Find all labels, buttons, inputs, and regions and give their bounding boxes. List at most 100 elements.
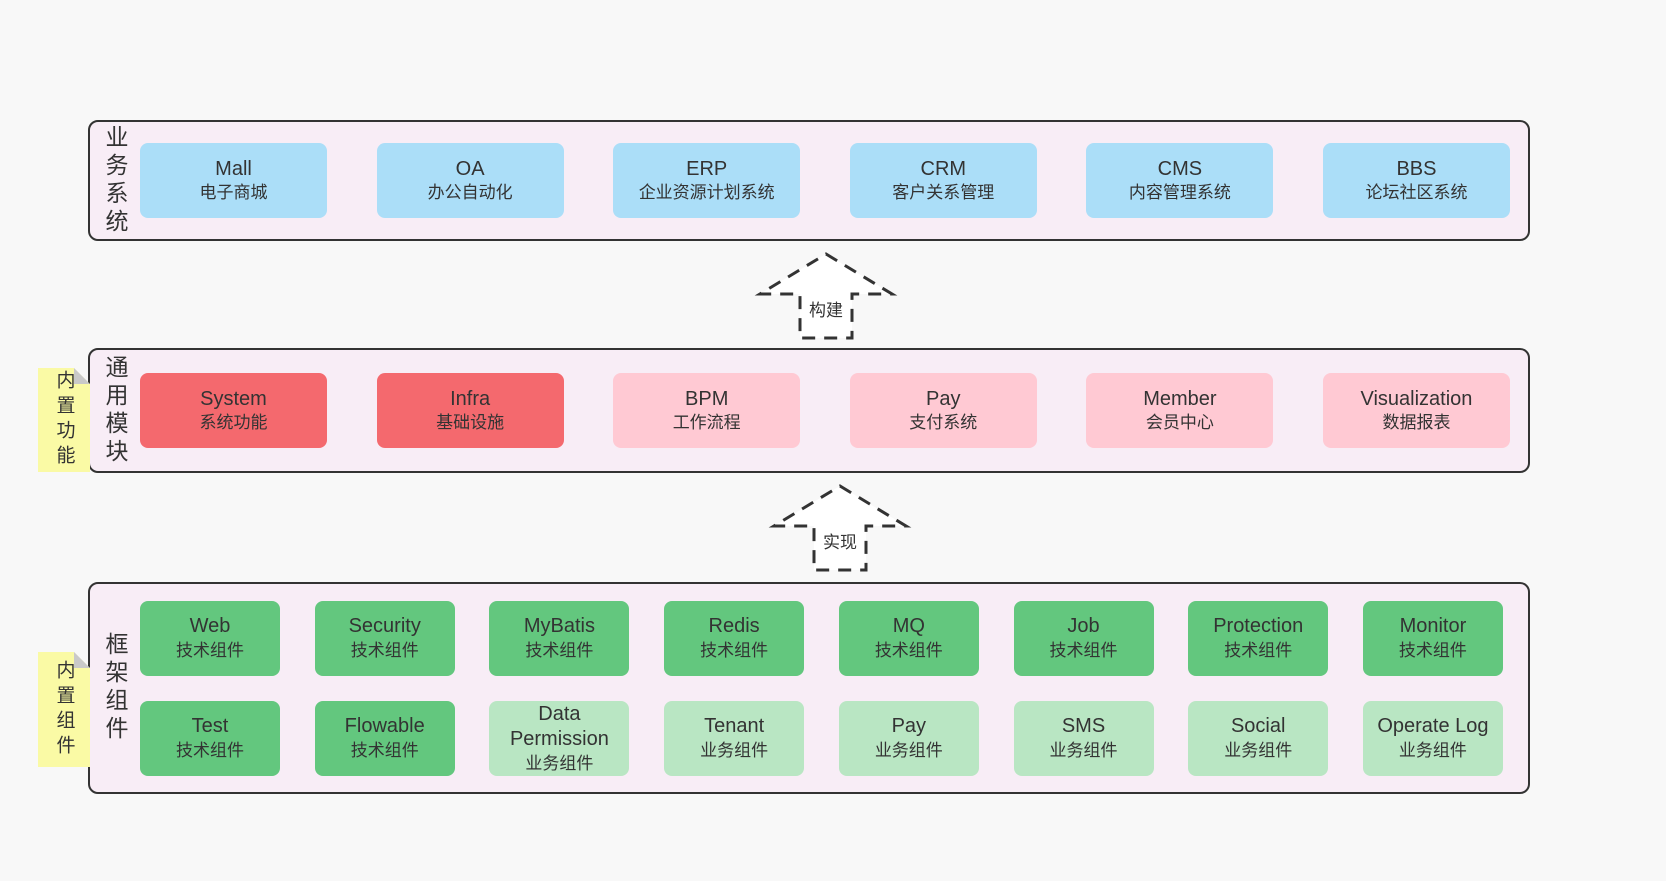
box-name: Pay <box>926 387 961 410</box>
box-sublabel: 技术组件 <box>1398 640 1467 660</box>
box-name: System <box>200 387 267 410</box>
layer-modules-label: 通用模块 <box>102 354 128 467</box>
diagram-box: Test 技术组件 <box>140 700 280 776</box>
box-sublabel: 业务组件 <box>1224 740 1293 760</box>
box-name: Infra <box>450 387 491 410</box>
box-name: Mall <box>215 157 252 180</box>
diagram-box: Visualization 数据报表 <box>1322 373 1510 448</box>
components-box-row-1: Web 技术组件 Security 技术组件 MyBatis 技术组件 Redi… <box>140 600 1503 676</box>
box-sublabel: 办公自动化 <box>427 183 513 203</box>
box-name: MyBatis <box>523 615 595 638</box>
box-sublabel: 数据报表 <box>1382 413 1451 433</box>
diagram-box: Flowable 技术组件 <box>314 700 455 776</box>
box-sublabel: 电子商城 <box>199 183 268 203</box>
diagram-box: SMS 业务组件 <box>1013 700 1154 776</box>
box-name: ERP <box>686 157 728 180</box>
modules-box-row: System 系统功能 Infra 基础设施 BPM 工作流程 Pay 支付系统… <box>140 350 1528 471</box>
box-name: Monitor <box>1399 615 1467 638</box>
box-name: Test <box>191 715 229 738</box>
box-sublabel: 业务组件 <box>1049 740 1118 760</box>
arrow-build-label: 构建 <box>806 296 846 321</box>
box-sublabel: 技术组件 <box>700 640 769 660</box>
box-name: Operate Log <box>1377 715 1489 738</box>
diagram-box: Tenant 业务组件 <box>664 700 805 776</box>
components-rows: Web 技术组件 Security 技术组件 MyBatis 技术组件 Redi… <box>140 584 1528 792</box>
box-sublabel: 技术组件 <box>350 640 419 660</box>
box-name: Redis <box>708 615 760 638</box>
layer-components-label: 框架组件 <box>102 632 128 744</box>
diagram-box: Pay 业务组件 <box>838 700 979 776</box>
sticky-note-text: 内置组件 <box>53 659 75 760</box>
box-name: Social <box>1230 715 1286 738</box>
box-name: CRM <box>920 157 967 180</box>
box-name: Security <box>348 615 421 638</box>
diagram-box: Protection 技术组件 <box>1188 600 1329 676</box>
layer-common-modules: 通用模块 System 系统功能 Infra 基础设施 BPM 工作流程 Pay… <box>88 348 1530 473</box>
diagram-box: CMS 内容管理系统 <box>1086 143 1274 218</box>
box-name: Data Permission <box>509 702 609 751</box>
diagram-box: Redis 技术组件 <box>664 600 805 676</box>
layer-business-systems: 业务系统 Mall 电子商城 OA 办公自动化 ERP 企业资源计划系统 CRM… <box>88 120 1530 241</box>
diagram-box: ERP 企业资源计划系统 <box>613 143 801 218</box>
box-sublabel: 支付系统 <box>909 413 978 433</box>
box-name: Pay <box>891 715 927 738</box>
diagram-box: BPM 工作流程 <box>613 373 801 448</box>
box-sublabel: 企业资源计划系统 <box>638 183 775 203</box>
box-sublabel: 技术组件 <box>1224 640 1293 660</box>
box-name: OA <box>455 157 485 180</box>
box-name: SMS <box>1061 715 1106 738</box>
components-box-row-2: Test 技术组件 Flowable 技术组件 Data Permission … <box>140 700 1503 776</box>
sticky-note-built-in-features: 内置功能 <box>38 368 90 472</box>
diagram-box: MQ 技术组件 <box>838 600 979 676</box>
box-sublabel: 客户关系管理 <box>892 183 995 203</box>
box-sublabel: 内容管理系统 <box>1128 183 1231 203</box>
box-sublabel: 技术组件 <box>350 740 419 760</box>
box-sublabel: 技术组件 <box>176 640 244 660</box>
box-sublabel: 技术组件 <box>176 740 244 760</box>
diagram-box: System 系统功能 <box>140 373 327 448</box>
box-name: BBS <box>1396 157 1437 180</box>
box-sublabel: 技术组件 <box>525 640 594 660</box>
arrow-implement: 实现 <box>768 482 912 574</box>
box-sublabel: 论坛社区系统 <box>1365 183 1468 203</box>
diagram-box: Job 技术组件 <box>1013 600 1154 676</box>
business-box-row: Mall 电子商城 OA 办公自动化 ERP 企业资源计划系统 CRM 客户关系… <box>140 122 1528 239</box>
box-name: MQ <box>892 615 925 638</box>
box-sublabel: 业务组件 <box>874 740 943 760</box>
box-sublabel: 业务组件 <box>525 753 594 773</box>
box-sublabel: 会员中心 <box>1145 413 1214 433</box>
diagram-box: OA 办公自动化 <box>376 143 564 218</box>
box-sublabel: 系统功能 <box>199 413 268 433</box>
box-name: CMS <box>1157 157 1203 180</box>
box-name: Job <box>1067 615 1100 638</box>
diagram-box: BBS 论坛社区系统 <box>1322 143 1510 218</box>
diagram-box: Operate Log 业务组件 <box>1362 700 1503 776</box>
box-sublabel: 技术组件 <box>1049 640 1118 660</box>
diagram-box: Web 技术组件 <box>140 600 280 676</box>
diagram-box: Member 会员中心 <box>1086 373 1274 448</box>
diagram-box: CRM 客户关系管理 <box>849 143 1037 218</box>
diagram-box: MyBatis 技术组件 <box>489 600 630 676</box>
diagram-box: Social 业务组件 <box>1188 700 1329 776</box>
box-name: Visualization <box>1360 387 1473 410</box>
box-name: Web <box>189 615 231 638</box>
diagram-box: Mall 电子商城 <box>140 143 327 218</box>
arrow-implement-label: 实现 <box>820 528 860 553</box>
box-name: Protection <box>1213 615 1304 638</box>
diagram-box: Data Permission 业务组件 <box>489 700 630 776</box>
box-sublabel: 业务组件 <box>1398 740 1467 760</box>
box-name: Tenant <box>704 715 765 738</box>
arrow-build: 构建 <box>754 250 898 342</box>
box-name: Member <box>1143 387 1217 410</box>
box-sublabel: 基础设施 <box>436 413 505 433</box>
diagram-box: Pay 支付系统 <box>849 373 1037 448</box>
layer-framework-components: 框架组件 Web 技术组件 Security 技术组件 MyBatis 技术组件 <box>88 582 1530 794</box>
box-sublabel: 技术组件 <box>874 640 943 660</box>
sticky-note-built-in-components: 内置组件 <box>38 652 90 767</box>
box-sublabel: 业务组件 <box>700 740 769 760</box>
diagram-box: Infra 基础设施 <box>376 373 564 448</box>
sticky-note-text: 内置功能 <box>53 370 75 470</box>
box-sublabel: 工作流程 <box>672 413 741 433</box>
box-name: BPM <box>685 387 729 410</box>
diagram-box: Security 技术组件 <box>314 600 455 676</box>
